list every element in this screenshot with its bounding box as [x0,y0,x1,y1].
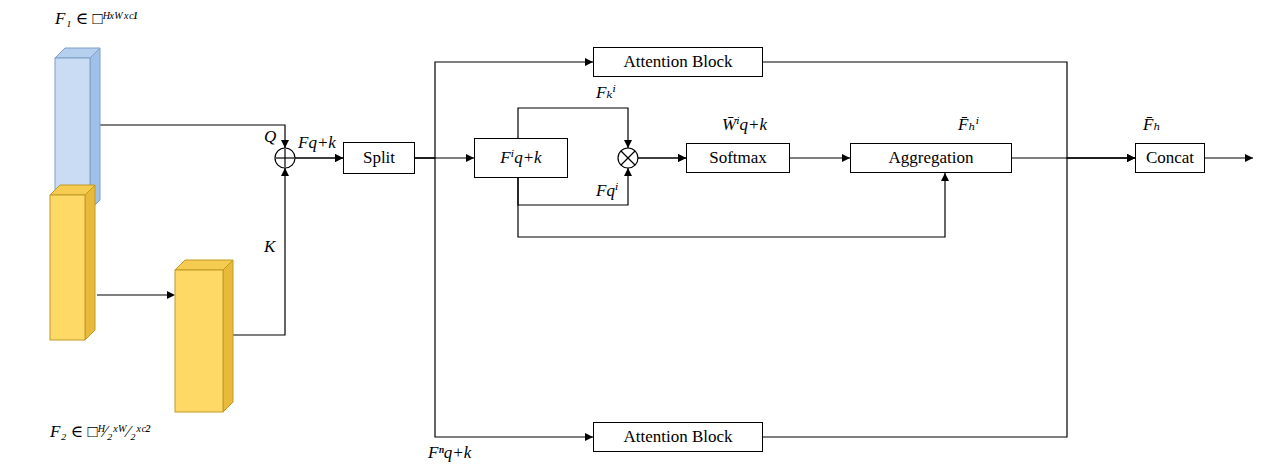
slab-side [85,185,95,340]
box-label: Aggregation [889,149,974,168]
edge-label: Fqⁱ [596,182,618,201]
multiply-symbol [618,140,638,176]
edge-label: K [264,238,275,257]
arrow-head [167,291,175,299]
concat-box: Concat [1135,143,1205,173]
multiply-cross [621,151,635,165]
feature-box: Fⁱq+k [474,138,568,178]
connector-arrow [415,158,593,437]
math-label: Fq+k [298,134,336,153]
math-label: F̄ₕⁱ [958,116,979,135]
arrow-head [624,140,632,148]
add-plus [284,149,285,167]
slab-side [223,260,233,412]
split-box: Split [343,142,415,174]
multiply-cross [621,151,635,165]
arrow-line [97,294,167,295]
box-label: Concat [1146,149,1194,168]
box-label: Attention Block [623,53,732,72]
arrow-head [281,168,289,176]
edge-label: Fₖⁱ [596,84,616,103]
box-label: Split [363,149,395,168]
output-arrow [1205,157,1253,158]
math-label: Fⁿq+k [428,444,471,463]
arrow-head [624,168,632,176]
feature-label: F₂ ∈ □ᴴ⁄₂ˣᵂ⁄₂ˣᶜ² [50,421,150,442]
slab-front [50,195,85,340]
add-circle [275,148,295,168]
math-label: F̄ₕ [1143,116,1161,135]
edge-label: Q [264,128,276,147]
feature-map-figure [50,185,233,415]
aggregation-box: Aggregation [850,143,1012,173]
softmax-box: Softmax [686,143,790,173]
box-label: Fⁱq+k [500,149,541,168]
attention-block: Attention Block [593,422,763,452]
attention-block: Attention Block [593,47,763,77]
add-symbol [275,140,295,176]
multiply-circle [618,148,638,168]
box-label: Attention Block [623,428,732,447]
connector-arrow [763,158,1135,437]
connector-arrow [790,157,850,158]
arrow-head [281,140,289,148]
key-feature-map: F₂ ∈ □ᴴ⁄₂ˣᵂ⁄₂ˣᶜ² [50,185,233,415]
connector-arrow [233,158,343,335]
feature-label: F₁ ∈ □ᴴˣᵂˣᶜ¹ [55,8,138,29]
math-label: W̄ⁱq+k [722,116,767,135]
connector-arrow [518,173,945,237]
slab-front [175,270,223,412]
box-label: Softmax [709,149,767,168]
connector-arrow [100,125,343,158]
